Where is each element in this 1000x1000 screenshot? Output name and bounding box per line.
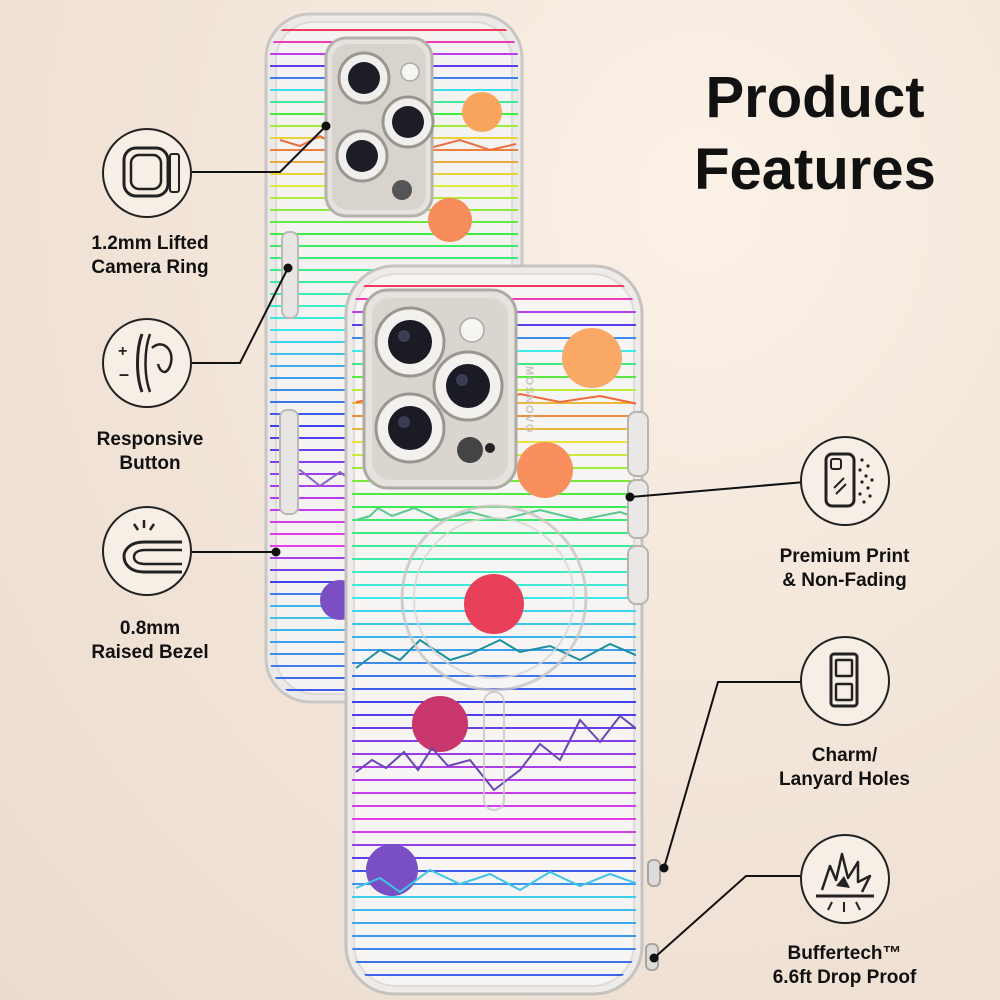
sun-circle: [462, 92, 502, 132]
mountain-ridge: [355, 714, 636, 792]
button-icon: + –: [118, 333, 173, 393]
sun-circle: [366, 844, 418, 896]
mountain-ridge: [355, 638, 636, 669]
raised-bezel-badge: [102, 506, 192, 596]
svg-text:–: –: [119, 364, 129, 384]
premium-print-badge: [800, 436, 890, 526]
front-camera-block: [362, 288, 518, 490]
lanyard-holes-badge: [800, 636, 890, 726]
page-title: Product Features: [640, 62, 990, 206]
brand-mark: MOSNOVO: [523, 366, 535, 434]
feature-label-camera-ring: 1.2mm Lifted Camera Ring: [91, 233, 209, 278]
sun-circle: [562, 328, 622, 388]
svg-text:+: +: [118, 343, 127, 360]
feature-label-responsive-button: Responsive Button: [96, 429, 204, 474]
sun-circle: [412, 696, 468, 752]
callout-lines: [192, 125, 806, 959]
back-camera-block: [324, 36, 435, 218]
callout-dots: [271, 121, 669, 963]
sun-circle: [464, 574, 524, 634]
feature-label-drop-proof: Buffertech™ 6.6ft Drop Proof: [772, 943, 917, 988]
mountain-ridge: [355, 868, 636, 894]
title-line-2: Features: [694, 137, 936, 202]
lanyard-icon: [829, 652, 859, 708]
feature-label-lanyard-holes: Charm/ Lanyard Holes: [779, 745, 910, 790]
drop-proof-badge: [800, 834, 890, 924]
sun-circle: [428, 198, 472, 242]
sun-circle: [517, 442, 573, 498]
impact-icon: [816, 852, 874, 912]
feature-label-premium-print: Premium Print & Non-Fading: [779, 546, 910, 591]
camera-ring-icon: [122, 146, 180, 198]
print-icon: [824, 452, 874, 508]
title-line-1: Product: [705, 65, 925, 130]
bezel-icon: [122, 520, 182, 574]
camera-ring-badge: [102, 128, 192, 218]
responsive-button-badge: + –: [102, 318, 192, 408]
feature-label-raised-bezel: 0.8mm Raised Bezel: [91, 618, 209, 663]
front-phone-case: MOSNOVO: [344, 264, 661, 996]
